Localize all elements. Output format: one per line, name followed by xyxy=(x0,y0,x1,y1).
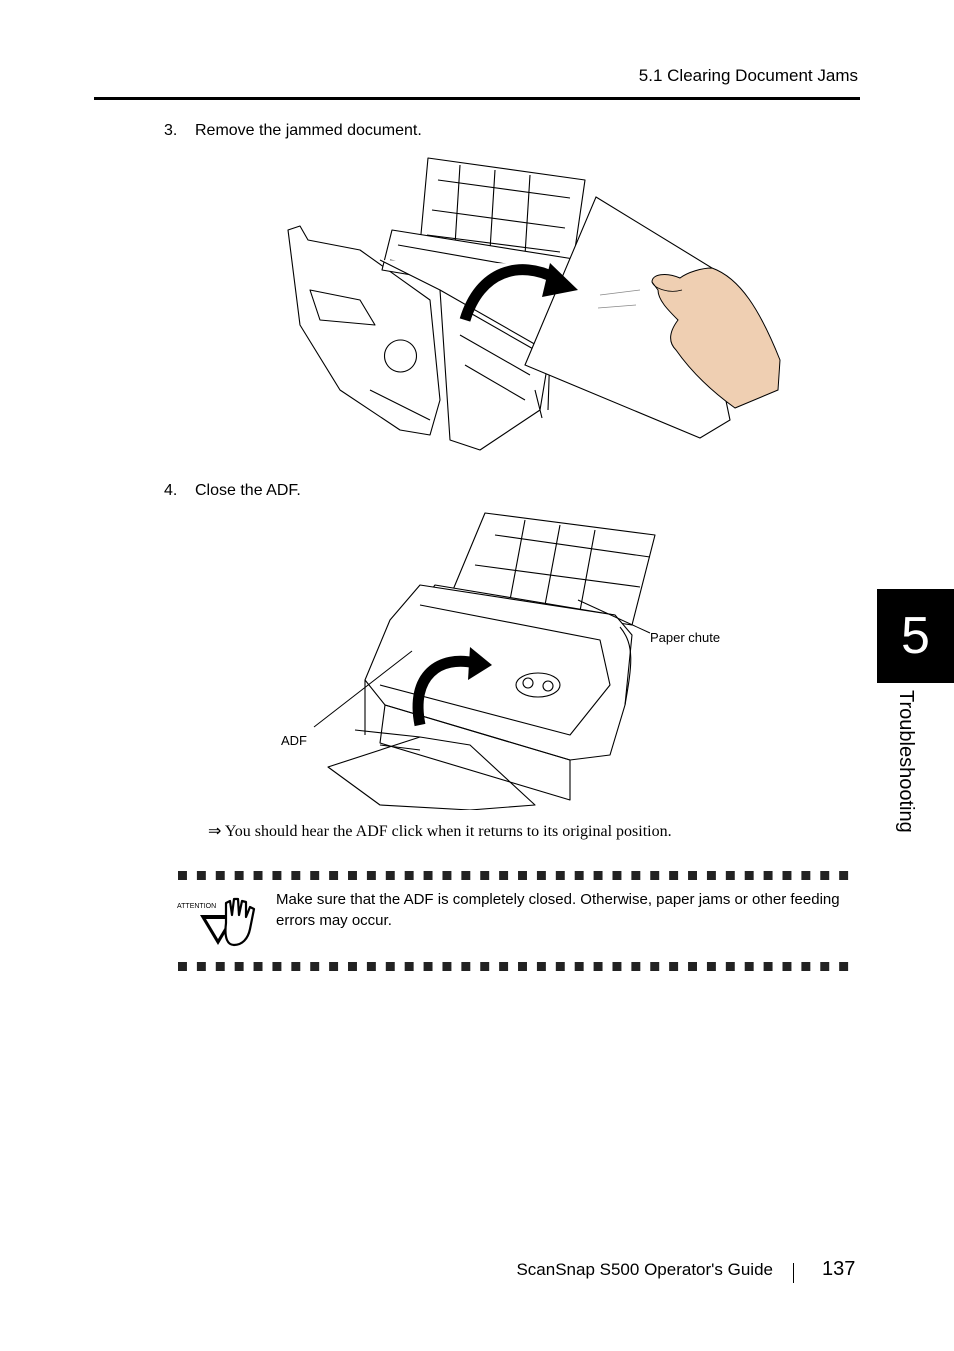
chapter-number-tab: 5 xyxy=(877,589,954,683)
step-number: 4. xyxy=(164,482,178,499)
attention-bottom-border xyxy=(178,962,850,971)
footer-separator xyxy=(793,1263,794,1283)
section-title: 5.1 Clearing Document Jams xyxy=(638,66,858,85)
step-text: Close the ADF. xyxy=(195,482,301,499)
attention-text: Make sure that the ADF is completely clo… xyxy=(276,891,840,929)
step-text: Remove the jammed document. xyxy=(195,122,422,139)
attention-top-border xyxy=(178,871,850,880)
header-divider xyxy=(94,97,860,100)
step-number: 3. xyxy=(164,122,178,139)
page-number: 137 xyxy=(822,1258,856,1280)
remove-jammed-document-illustration xyxy=(287,157,781,451)
chapter-label: Troubleshooting xyxy=(895,690,917,833)
result-note: ⇒ You should hear the ADF click when it … xyxy=(208,823,672,840)
footer-guide-title: ScanSnap S500 Operator's Guide xyxy=(516,1260,773,1279)
close-adf-illustration xyxy=(313,512,656,810)
attention-icon-label: ATTENTION xyxy=(177,903,217,910)
paper-chute-callout: Paper chute xyxy=(650,630,721,645)
attention-icon: ATTENTION xyxy=(176,893,258,954)
adf-callout: ADF xyxy=(281,733,307,748)
